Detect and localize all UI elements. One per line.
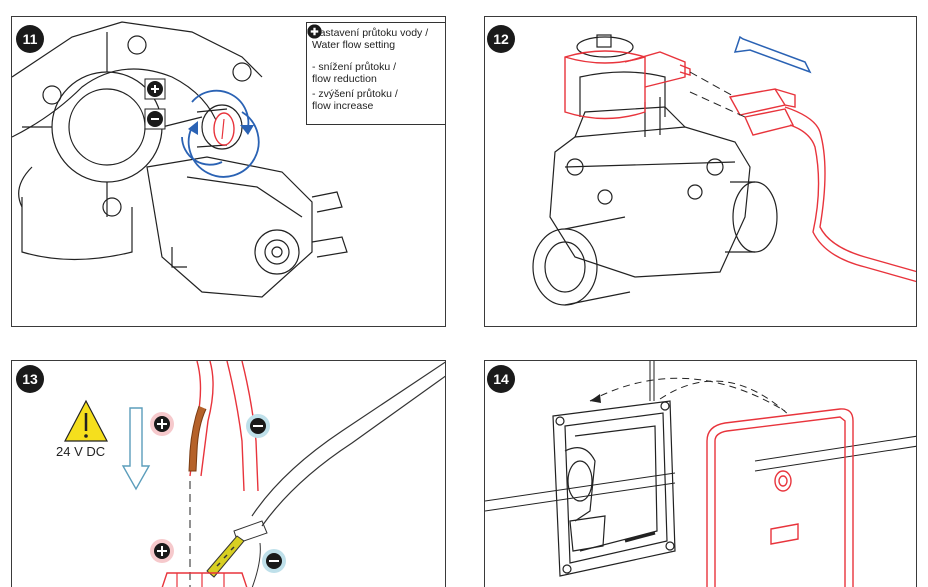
solenoid-connector-illustration bbox=[532, 34, 916, 306]
plus-circle-icon bbox=[150, 412, 174, 436]
panel-step-11: 11 Nastavení průtoku vody / Water flow s… bbox=[11, 16, 446, 327]
direction-arrow-icon bbox=[733, 35, 812, 74]
legend-row-plus: - zvýšení průtoku / flow increase bbox=[307, 24, 440, 112]
voltage-label: 24 V DC bbox=[56, 444, 106, 459]
plus-square-icon bbox=[144, 78, 166, 100]
legend-minus-en: flow reduction bbox=[312, 73, 377, 85]
arrow-down-icon bbox=[121, 407, 151, 491]
step-badge: 13 bbox=[16, 365, 44, 393]
legend-title: Nastavení průtoku vody / Water flow sett… bbox=[312, 27, 429, 51]
minus-square-icon bbox=[144, 108, 166, 130]
warning-triangle-icon bbox=[64, 399, 108, 442]
legend-plus-cz: - zvýšení průtoku / bbox=[312, 88, 398, 100]
step-badge: 11 bbox=[16, 25, 44, 53]
cover-mounting-illustration bbox=[485, 361, 916, 587]
minus-circle-icon bbox=[262, 549, 286, 573]
step-badge: 14 bbox=[487, 365, 515, 393]
panel-step-12: 12 bbox=[484, 16, 917, 327]
panel-step-14: 14 bbox=[484, 360, 917, 587]
panel-step-13: 13 24 V DC bbox=[11, 360, 446, 587]
wiring-illustration bbox=[64, 361, 445, 587]
legend-row-minus: - snížení průtoku / flow reduction bbox=[307, 24, 440, 85]
legend-minus-cz: - snížení průtoku / bbox=[312, 61, 397, 73]
minus-circle-icon bbox=[246, 414, 270, 438]
step-badge: 12 bbox=[487, 25, 515, 53]
plus-circle-icon bbox=[307, 24, 322, 39]
legend-plus-en: flow increase bbox=[312, 100, 374, 112]
plus-circle-icon bbox=[150, 539, 174, 563]
flow-setting-legend: Nastavení průtoku vody / Water flow sett… bbox=[306, 22, 445, 125]
valve-flow-adjust-illustration bbox=[12, 21, 348, 298]
